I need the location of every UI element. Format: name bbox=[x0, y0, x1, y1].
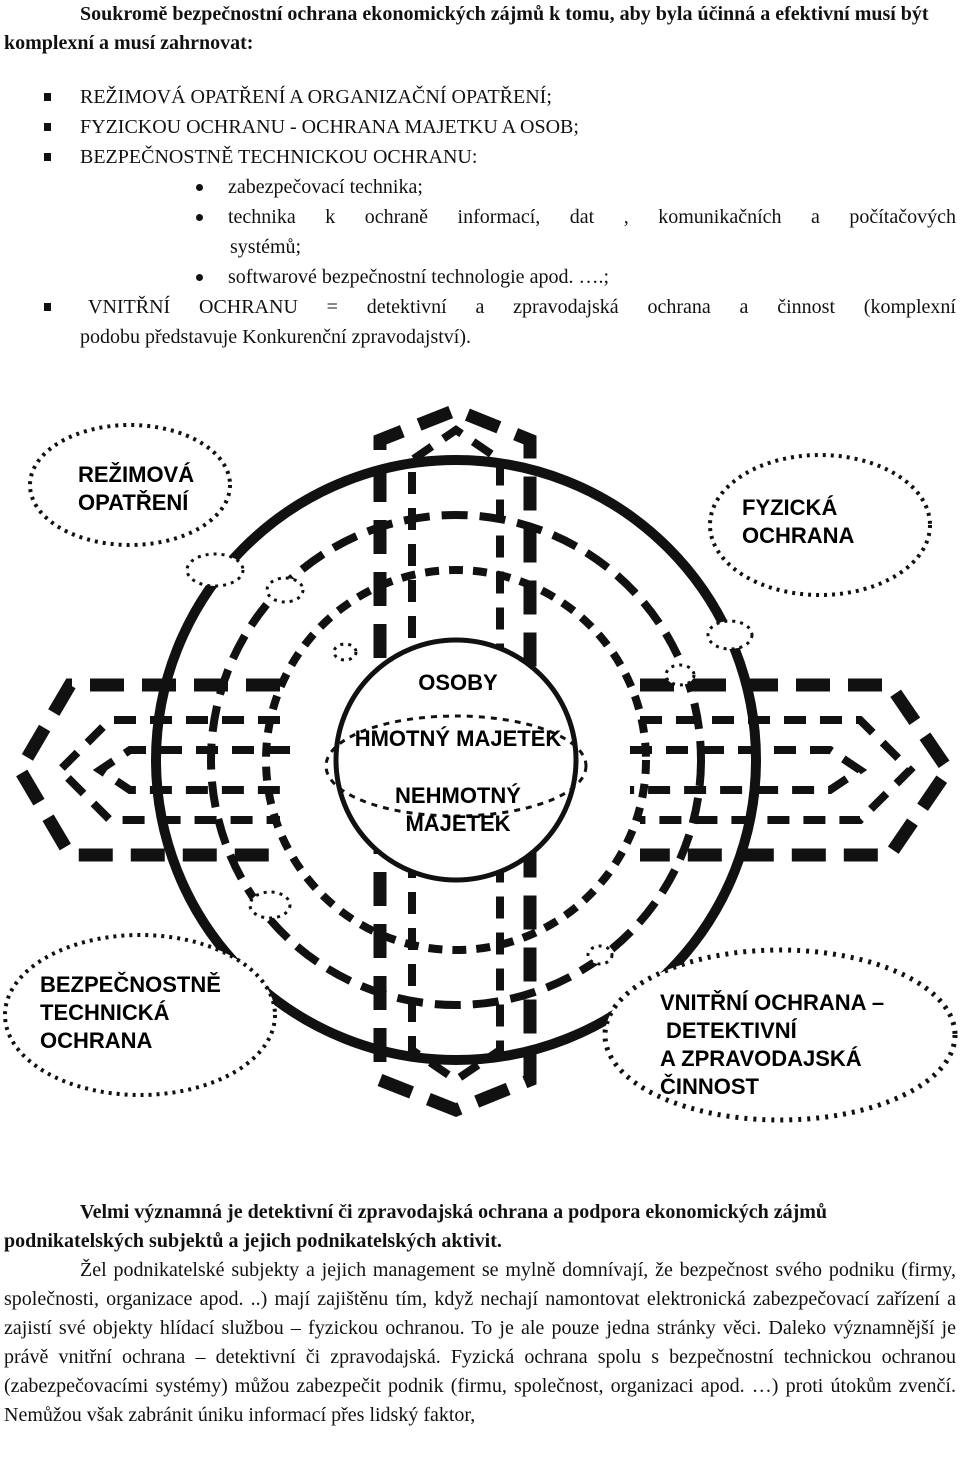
list-item-text: VNITŘNÍ OCHRANU = detektivní a zpravodaj… bbox=[88, 296, 956, 318]
cloud-label: VNITŘNÍ OCHRANA – bbox=[660, 990, 884, 1015]
cloud-bottom-left: BEZPEČNOSTNĚ TECHNICKÁ OCHRANA bbox=[3, 890, 292, 1097]
sub-list-item: zabezpečovací technika; bbox=[0, 172, 960, 202]
list-item: VNITŘNÍ OCHRANU = detektivní a zpravodaj… bbox=[0, 292, 960, 322]
asset-ellipse bbox=[324, 714, 588, 818]
protection-list: REŽIMOVÁ OPATŘENÍ A ORGANIZAČNÍ OPATŘENÍ… bbox=[0, 82, 960, 352]
sub-list-item: technika k ochraně informací, dat , komu… bbox=[0, 202, 960, 232]
body-paragraph: Žel podnikatelské subjekty a jejich mana… bbox=[4, 1259, 956, 1426]
square-bullet-icon bbox=[44, 153, 51, 161]
bottom-text: Velmi významná je detektivní či zpravoda… bbox=[4, 1198, 956, 1430]
round-bullet-icon bbox=[196, 214, 203, 221]
list-item: REŽIMOVÁ OPATŘENÍ A ORGANIZAČNÍ OPATŘENÍ… bbox=[0, 82, 960, 112]
list-item-text: BEZPEČNOSTNĚ TECHNICKOU OCHRANU: bbox=[80, 146, 478, 168]
protection-diagram: REŽIMOVÁ OPATŘENÍ FYZICKÁ OCHRANA BEZPEČ… bbox=[3, 402, 958, 1123]
intro-paragraph: Soukromě bezpečnostní ochrana ekonomický… bbox=[4, 3, 929, 54]
cloud-label: OCHRANA bbox=[40, 1028, 153, 1053]
sub-list-item-text: zabezpečovací technika; bbox=[228, 176, 423, 198]
sub-list-item-text: technika k ochraně informací, dat , komu… bbox=[228, 206, 956, 228]
cloud-label: OCHRANA bbox=[742, 523, 855, 548]
list-item-text: podobu představuje Konkurenční zpravodaj… bbox=[80, 326, 472, 348]
cloud-label: OPATŘENÍ bbox=[78, 490, 189, 515]
center-label-intangible: NEHMOTNÝ bbox=[395, 783, 521, 808]
cloud-label: FYZICKÁ bbox=[742, 495, 837, 520]
outer-ring bbox=[151, 455, 761, 1065]
cloud-label: REŽIMOVÁ bbox=[78, 462, 194, 487]
bold-paragraph: Velmi významná je detektivní či zpravoda… bbox=[4, 1201, 828, 1252]
sub-list-item-text: softwarové bezpečnostní technologie apod… bbox=[228, 266, 609, 288]
vertical-inner-arrow bbox=[408, 425, 504, 1085]
sub-list-item: softwarové bezpečnostní technologie apod… bbox=[0, 262, 960, 292]
square-bullet-icon bbox=[44, 303, 51, 311]
cloud-label: DETEKTIVNÍ bbox=[666, 1018, 798, 1043]
list-item-continuation: podobu představuje Konkurenční zpravodaj… bbox=[0, 322, 960, 352]
core-circle bbox=[333, 637, 579, 883]
sub-list-item-continuation: systémů; bbox=[0, 232, 960, 262]
cloud-label: A ZPRAVODAJSKÁ bbox=[660, 1046, 862, 1071]
inner-ring bbox=[262, 566, 650, 954]
cloud-label: ČINNOST bbox=[660, 1074, 760, 1099]
round-bullet-icon bbox=[196, 274, 203, 281]
center-label-intangible: MAJETEK bbox=[405, 811, 510, 836]
list-item-text: FYZICKOU OCHRANU - OCHRANA MAJETKU A OSO… bbox=[80, 116, 579, 138]
square-bullet-icon bbox=[44, 123, 51, 131]
horizontal-dashed-arrow bbox=[12, 678, 956, 862]
center-label-persons: OSOBY bbox=[418, 670, 498, 695]
list-item: FYZICKOU OCHRANU - OCHRANA MAJETKU A OSO… bbox=[0, 112, 960, 142]
list-item-text: REŽIMOVÁ OPATŘENÍ A ORGANIZAČNÍ OPATŘENÍ… bbox=[80, 86, 552, 108]
center-label-tangible: HMOTNÝ MAJETEK bbox=[355, 726, 562, 751]
square-bullet-icon bbox=[44, 93, 51, 101]
cloud-label: TECHNICKÁ bbox=[40, 1000, 170, 1025]
cloud-bottom-right: VNITŘNÍ OCHRANA – DETEKTIVNÍ A ZPRAVODAJ… bbox=[586, 944, 958, 1123]
cloud-top-right: FYZICKÁ OCHRANA bbox=[664, 453, 932, 687]
cloud-top-left: REŽIMOVÁ OPATŘENÍ bbox=[28, 423, 358, 662]
middle-ring bbox=[207, 511, 705, 1009]
sub-list-item-text: systémů; bbox=[230, 236, 302, 258]
cloud-label: BEZPEČNOSTNĚ bbox=[40, 972, 221, 997]
list-item: BEZPEČNOSTNĚ TECHNICKOU OCHRANU: bbox=[0, 142, 960, 172]
round-bullet-icon bbox=[196, 184, 203, 191]
